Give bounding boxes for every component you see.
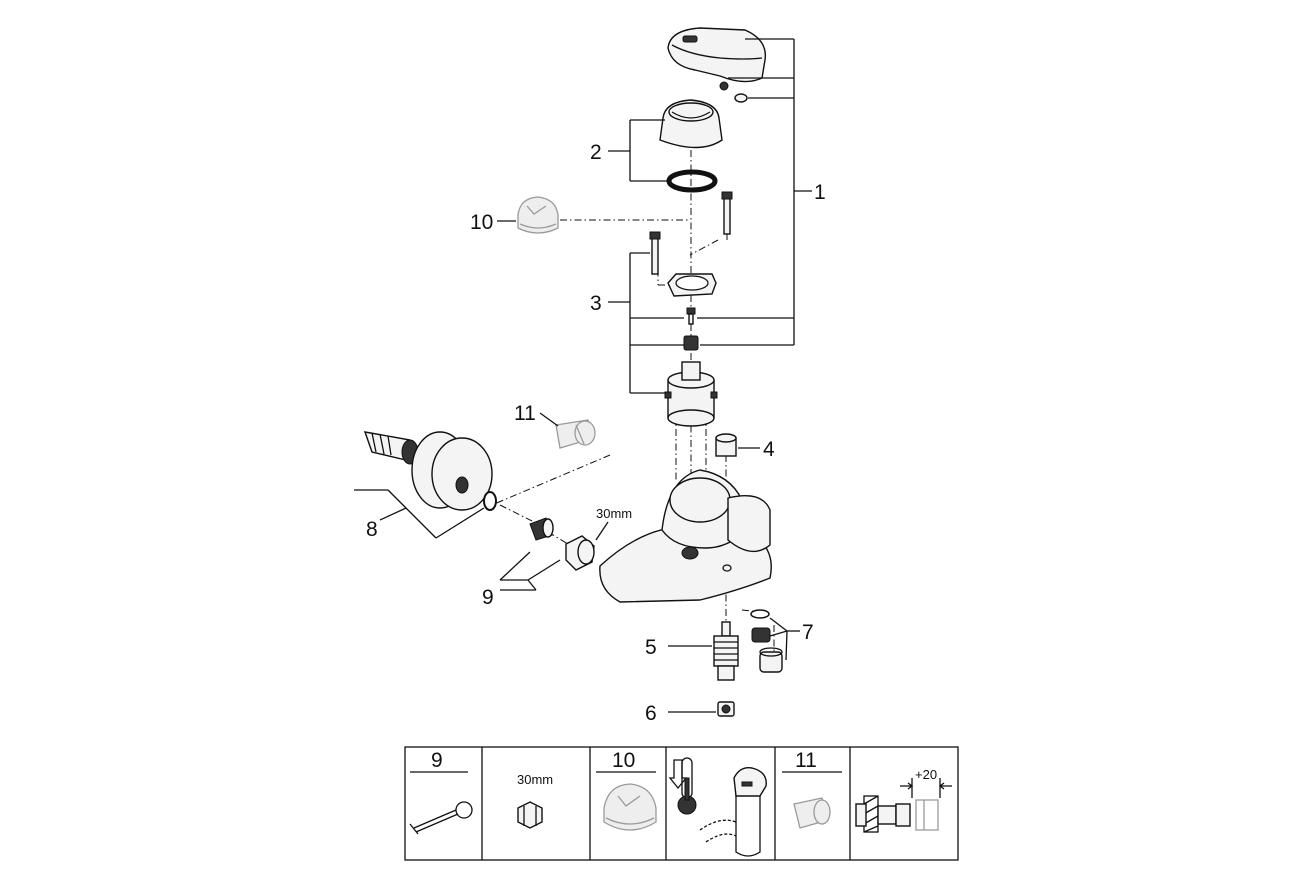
small-nut bbox=[717, 701, 735, 717]
small-screw bbox=[686, 307, 696, 325]
callout-leader-lines bbox=[354, 38, 812, 713]
legend-cell-install: +20 bbox=[855, 767, 952, 833]
extension-dimension-label: +20 bbox=[915, 767, 937, 782]
callout-8: 8 bbox=[366, 518, 378, 541]
legend-cell-temperature bbox=[668, 757, 767, 857]
legend-cell-10-label: 10 bbox=[612, 749, 635, 772]
wrench-icon bbox=[409, 801, 473, 835]
extension-icon bbox=[793, 797, 831, 829]
retaining-ring bbox=[667, 273, 717, 297]
wall-rosette bbox=[411, 431, 493, 511]
legend-cell-9-label: 9 bbox=[431, 749, 443, 772]
callout-6: 6 bbox=[645, 702, 657, 725]
thermometer-icon bbox=[677, 757, 697, 815]
diverter-spindle bbox=[713, 621, 739, 681]
lever-position-icon bbox=[699, 767, 767, 857]
adapter-piece bbox=[683, 335, 699, 351]
fixing-screw-right bbox=[721, 191, 733, 235]
assembly-center-lines bbox=[491, 150, 775, 660]
legend-cell-extension: 11 bbox=[782, 749, 842, 829]
handle-cap-icon bbox=[603, 783, 657, 831]
callout-4: 4 bbox=[763, 438, 775, 461]
fixing-screw-left bbox=[649, 231, 661, 275]
lever-handle bbox=[667, 27, 767, 103]
nut-size-label: 30mm bbox=[596, 506, 632, 521]
s-union-connector bbox=[363, 431, 419, 465]
mixer-body bbox=[599, 469, 772, 603]
extension-piece bbox=[555, 419, 596, 449]
callout-10: 10 bbox=[470, 211, 493, 234]
union-nut bbox=[565, 535, 595, 571]
alt-handle-cap-part bbox=[517, 196, 559, 234]
callout-7: 7 bbox=[802, 621, 814, 644]
fitting-icon bbox=[855, 799, 939, 831]
spout-insert bbox=[715, 433, 737, 457]
callout-9: 9 bbox=[482, 586, 494, 609]
callout-2: 2 bbox=[590, 141, 602, 164]
legend-cell-11-label: 11 bbox=[795, 749, 817, 772]
arrow-down-icon bbox=[668, 759, 688, 790]
legend-cell-handle-cap: 10 bbox=[596, 749, 657, 831]
legend-cell-wrench: 9 bbox=[409, 749, 473, 835]
callout-5: 5 bbox=[645, 636, 657, 659]
washer bbox=[483, 491, 497, 511]
cover-cap bbox=[659, 99, 723, 149]
callout-3: 3 bbox=[590, 292, 602, 315]
callout-1: 1 bbox=[814, 181, 826, 204]
nut-icon bbox=[517, 801, 543, 829]
connection-nipple bbox=[529, 517, 554, 541]
aerator-set bbox=[750, 609, 783, 673]
legend-nut-size-label: 30mm bbox=[517, 772, 553, 787]
legend-cell-nut: 30mm bbox=[517, 772, 553, 829]
callout-11: 11 bbox=[514, 402, 536, 425]
mixer-cartridge bbox=[664, 361, 718, 427]
tool-legend-table bbox=[404, 746, 959, 861]
dimension-arrow-icon bbox=[900, 778, 952, 798]
o-ring bbox=[666, 169, 718, 193]
